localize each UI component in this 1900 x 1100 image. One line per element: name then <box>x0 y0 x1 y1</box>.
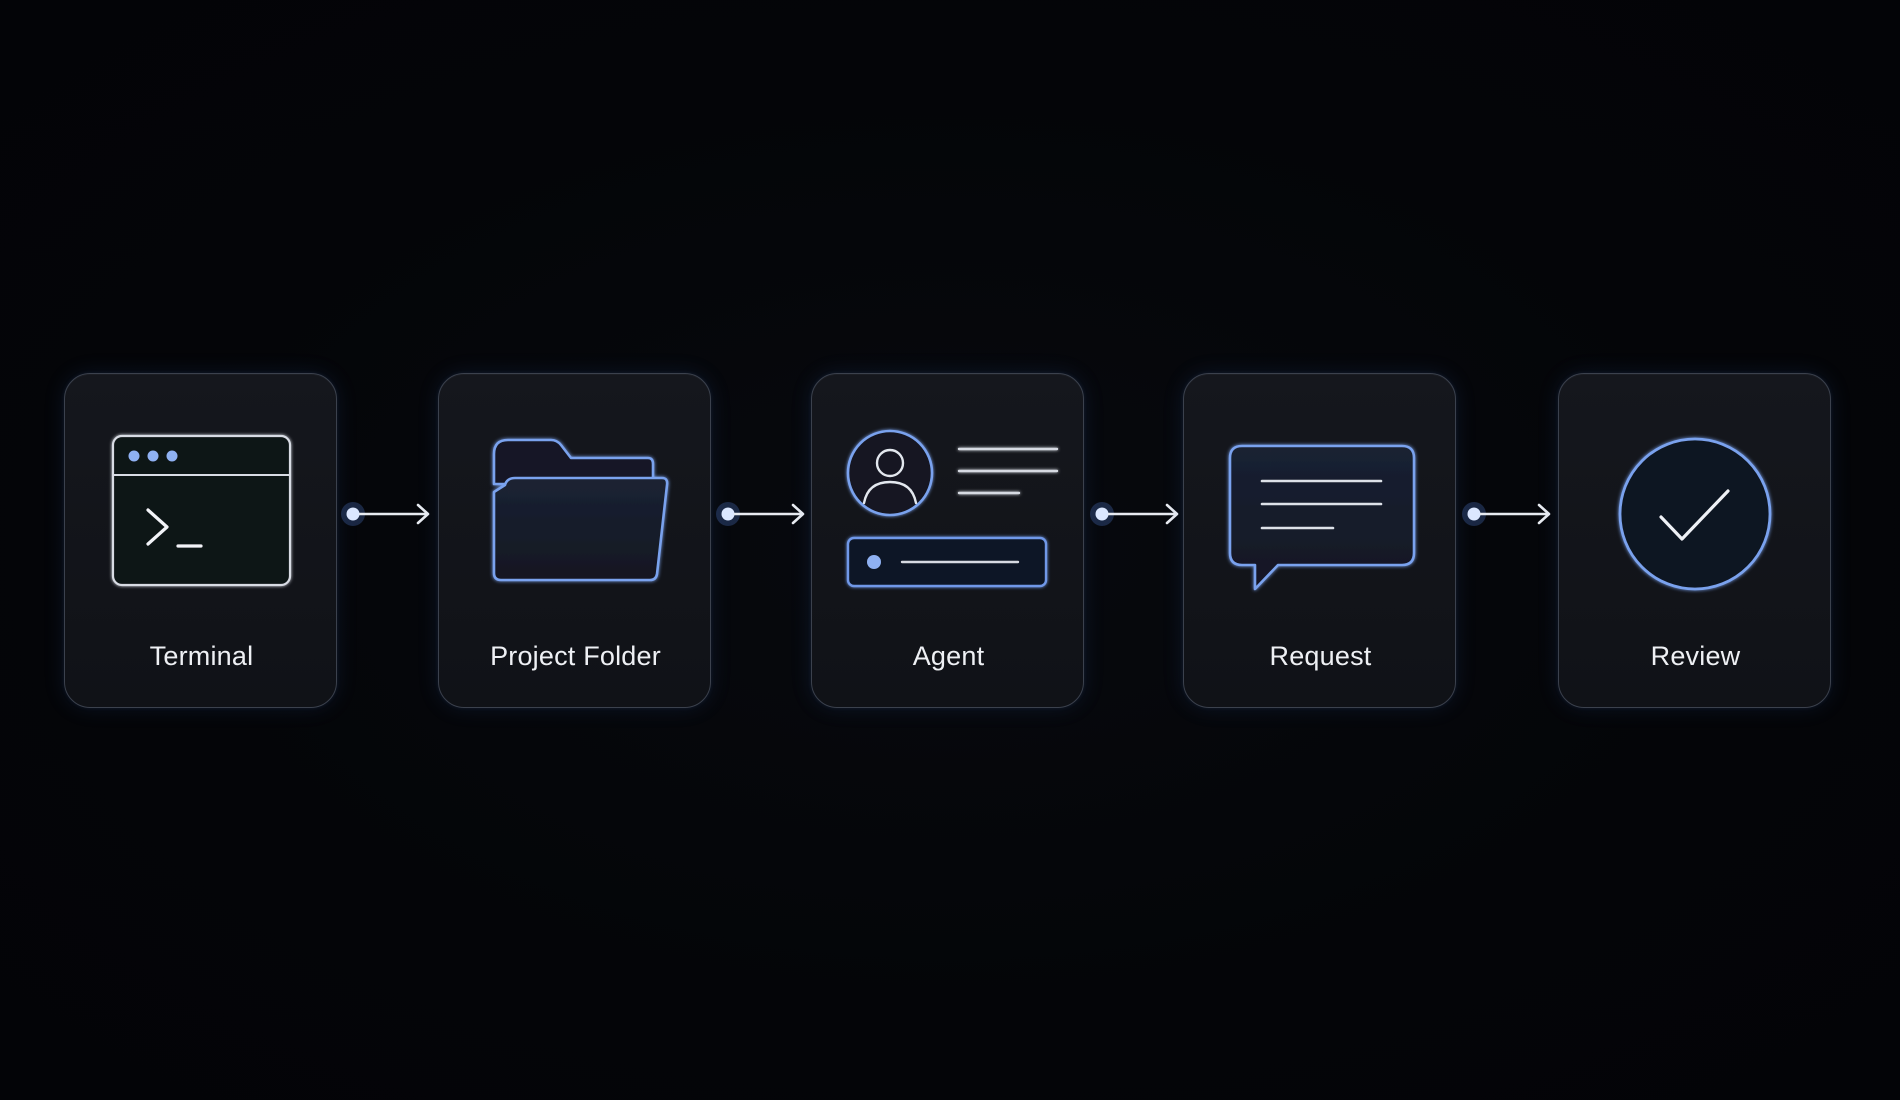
step-card-terminal: Terminal <box>64 373 337 708</box>
folder-icon <box>439 374 712 614</box>
arrow-right-icon <box>1090 494 1192 534</box>
step-label-request: Request <box>1269 641 1372 671</box>
step-card-request: Request <box>1183 373 1456 708</box>
step-card-agent: Agent <box>811 373 1084 708</box>
step-label-review: Review <box>1650 641 1741 671</box>
step-label-terminal: Terminal <box>149 641 254 671</box>
step-card-project-folder: Project Folder <box>438 373 711 708</box>
agent-profile-icon <box>812 374 1085 614</box>
step-label-project-folder: Project Folder <box>490 641 661 671</box>
chat-bubble-icon <box>1184 374 1457 614</box>
checkmark-circle-icon <box>1559 374 1832 614</box>
step-card-review: Review <box>1558 373 1831 708</box>
step-label-agent: Agent <box>912 641 985 671</box>
terminal-icon <box>65 374 338 614</box>
arrow-right-icon <box>341 494 443 534</box>
arrow-right-icon <box>716 494 818 534</box>
arrow-right-icon <box>1462 494 1564 534</box>
